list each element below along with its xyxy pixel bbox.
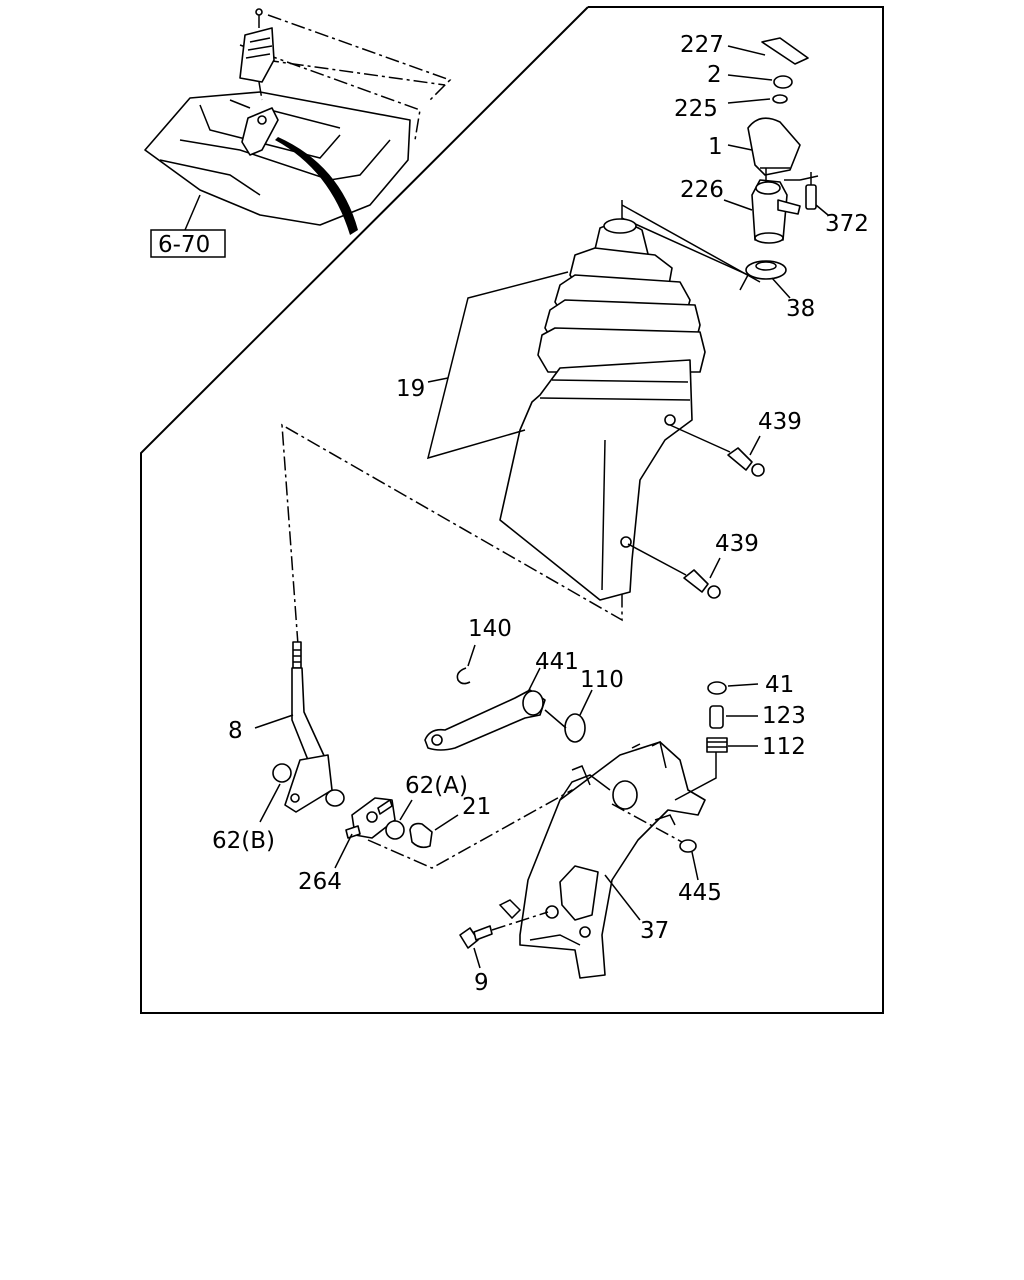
callout-37: 37 — [640, 918, 669, 944]
callout-62a: 62(A) — [405, 773, 468, 799]
lever-arm-441 — [424, 667, 546, 751]
callout-62b: 62(B) — [212, 828, 275, 854]
ring-110 — [544, 689, 593, 743]
callout-38: 38 — [786, 296, 815, 322]
knob-assembly — [723, 37, 829, 299]
callout-19: 19 — [396, 376, 425, 402]
callout-41: 41 — [765, 672, 794, 698]
frame-outline — [140, 6, 884, 1014]
callout-112: 112 — [762, 734, 806, 760]
callout-8: 8 — [228, 718, 243, 744]
callout-227: 227 — [680, 32, 724, 58]
plate-264 — [334, 797, 396, 869]
clip-140 — [456, 644, 476, 685]
plate-alignment-line — [367, 789, 609, 869]
ball-62b — [259, 763, 292, 823]
callout-21: 21 — [462, 794, 491, 820]
callout-225: 225 — [674, 96, 718, 122]
nut-stack-leader — [674, 752, 717, 801]
bushing-21 — [409, 814, 459, 849]
callout-372: 372 — [825, 211, 869, 237]
callout-264: 264 — [298, 869, 342, 895]
ref-box-label: 6-70 — [158, 232, 210, 258]
shift-rod-8 — [254, 641, 345, 813]
bracket-37 — [498, 740, 706, 979]
floor-overview-inset — [144, 8, 452, 235]
gaiter-boot — [499, 218, 706, 601]
callout-445: 445 — [678, 880, 722, 906]
clip-439-lower — [627, 543, 721, 599]
boot-knob-bracket — [621, 200, 750, 291]
callout-140: 140 — [468, 616, 512, 642]
callout-9: 9 — [474, 970, 489, 996]
bolt-9 — [459, 911, 549, 969]
callout-441: 441 — [535, 649, 579, 675]
ref-box — [150, 229, 226, 258]
callout-226: 226 — [680, 177, 724, 203]
callout-439-upper: 439 — [758, 409, 802, 435]
sleeve-123 — [709, 705, 758, 729]
callout-1: 1 — [708, 134, 723, 160]
callout-439-lower: 439 — [715, 531, 759, 557]
clip-439-upper — [669, 424, 765, 477]
bushing-112 — [706, 737, 758, 753]
callout-123: 123 — [762, 703, 806, 729]
rod-alignment-line — [281, 423, 623, 646]
nut-41 — [707, 681, 759, 695]
callout-2: 2 — [707, 62, 722, 88]
nut-445 — [611, 803, 699, 881]
callout-110: 110 — [580, 667, 624, 693]
bushing-62a — [385, 799, 413, 840]
